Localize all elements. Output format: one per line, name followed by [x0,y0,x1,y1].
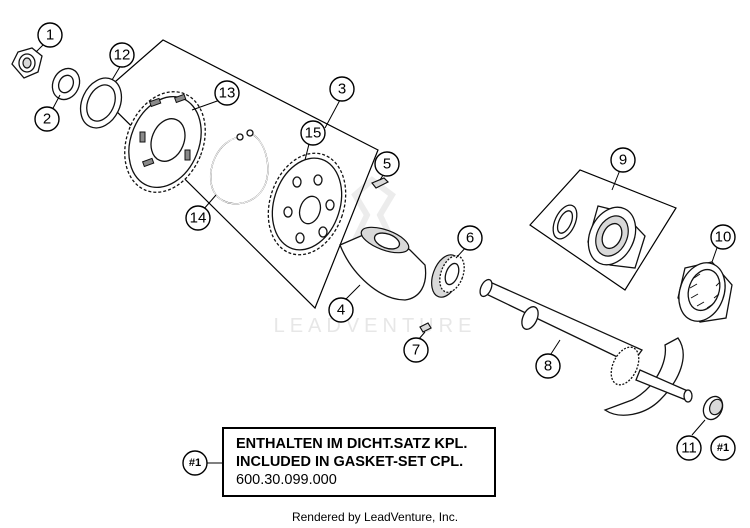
part-counterweight [339,226,427,301]
part-snap-ring [209,129,269,205]
callout-note-ref: #1 [182,450,208,476]
svg-text:#1: #1 [717,442,729,454]
callout-2: 2 [34,106,60,132]
svg-text:3: 3 [338,81,346,98]
svg-text:11: 11 [681,440,697,457]
part-bushing-11 [702,395,724,421]
callout-11: 11 [676,435,702,461]
svg-text:5: 5 [383,156,391,173]
svg-text:6: 6 [466,230,474,247]
svg-text:#1: #1 [189,457,201,469]
part-bearing-9 [552,204,646,269]
callout-12: 12 [109,42,135,68]
part-balancer-shaft [479,278,693,416]
callout-7: 7 [403,337,429,363]
callout-14: 14 [185,205,211,231]
part-hex-nut [11,47,43,79]
svg-text:15: 15 [305,125,322,142]
svg-text:14: 14 [190,210,207,227]
part-pin-7 [419,322,432,333]
svg-text:7: 7 [412,342,420,359]
svg-text:4: 4 [337,302,345,319]
part-thrust-washer [79,77,123,129]
svg-text:10: 10 [715,229,732,246]
part-needle-bearing [431,254,465,298]
callout-8: 8 [535,353,561,379]
gear-set-frame [99,39,379,310]
svg-text:13: 13 [219,85,236,102]
callout-9: 9 [610,147,636,173]
callout-4: 4 [328,297,354,323]
watermark-text: LEADVENTURE [274,315,477,337]
callout-10: 10 [710,224,736,250]
callout-13: 13 [214,80,240,106]
callout-1: 1 [37,22,63,48]
callout-15: 15 [300,120,326,146]
svg-text:2: 2 [43,111,51,128]
svg-text:1: 1 [46,27,54,44]
part-roller-bearing [677,261,733,323]
part-washer [51,67,81,101]
part-gear-13 [124,91,206,193]
callout-kit-ref: #1 [710,435,736,461]
callout-3: 3 [329,76,355,102]
note-part-number: 600.30.099.000 [236,472,337,488]
bearing-set-frame [529,169,677,291]
gasket-set-note: ENTHALTEN IM DICHT.SATZ KPL. INCLUDED IN… [222,427,496,497]
note-line-german: ENTHALTEN IM DICHT.SATZ KPL. [236,436,468,452]
svg-text:9: 9 [619,152,627,169]
callout-5: 5 [374,151,400,177]
callout-6: 6 [457,225,483,251]
svg-text:8: 8 [544,358,552,375]
footer-credit: Rendered by LeadVenture, Inc. [291,510,459,524]
part-gear-15 [267,152,347,256]
svg-text:12: 12 [114,47,131,64]
note-line-english: INCLUDED IN GASKET-SET CPL. [236,454,464,470]
